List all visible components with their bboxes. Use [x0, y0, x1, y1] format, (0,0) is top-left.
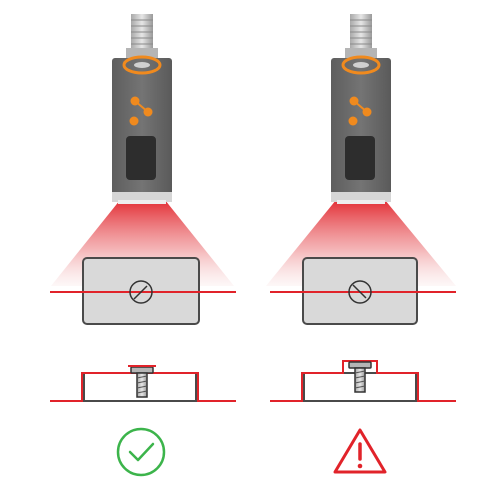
sensor-buttons — [129, 96, 153, 126]
sensor-buttons — [348, 96, 372, 126]
surface-profile — [270, 360, 456, 402]
warning-triangle-icon — [333, 428, 387, 474]
gauge-icon — [348, 280, 372, 304]
sensor-ring — [341, 55, 381, 75]
sensor — [331, 14, 391, 204]
screw-icon — [348, 361, 372, 393]
sensor — [112, 14, 172, 204]
panel-left — [50, 14, 236, 477]
check-circle-icon — [116, 427, 166, 477]
gauge-icon — [129, 280, 153, 304]
screw-icon — [128, 365, 156, 398]
sensor-ring — [122, 55, 162, 75]
sensor-window — [345, 136, 375, 180]
panel-right — [266, 14, 456, 474]
surface-profile — [50, 365, 236, 402]
sensor-window — [126, 136, 156, 180]
